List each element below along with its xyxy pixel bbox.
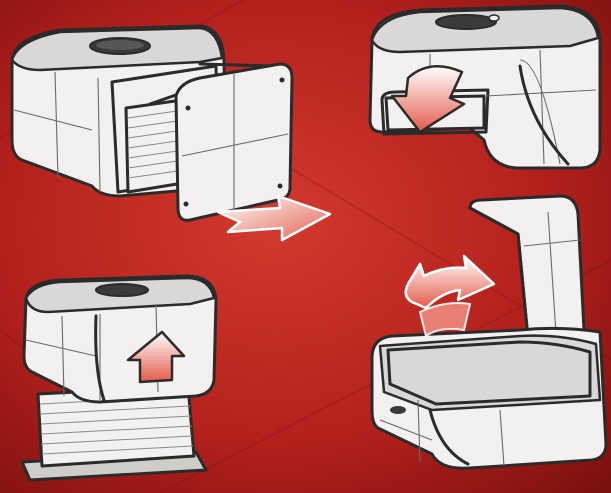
dispenser-lift-sketch (22, 276, 216, 480)
